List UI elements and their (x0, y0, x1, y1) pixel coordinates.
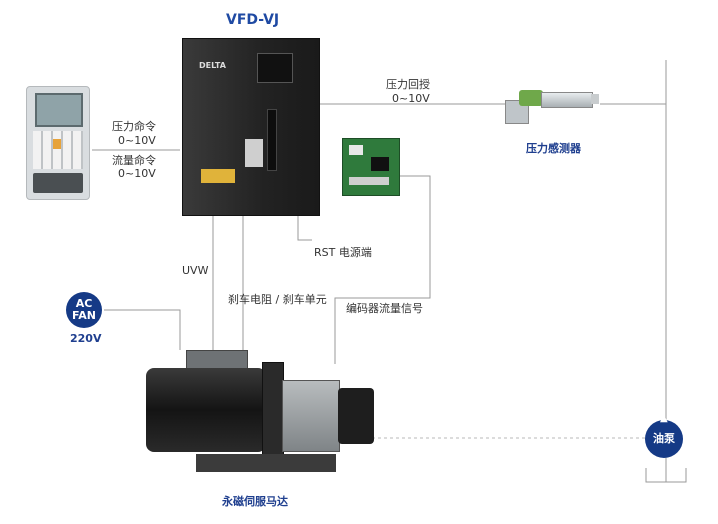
motor-junction-box (186, 350, 248, 370)
oil-pump-label: 油泵 (653, 432, 675, 445)
pressure-feedback-label: 压力回授 (386, 78, 430, 91)
servo-motor (146, 350, 376, 480)
servo-motor-label: 永磁伺服马达 (222, 495, 288, 508)
hmi-screen (35, 93, 83, 127)
flow-command-label: 流量命令 (112, 154, 156, 167)
pressure-command-label: 压力命令 (112, 120, 156, 133)
oil-pump-badge: ▲ 油泵 (645, 414, 683, 458)
rst-power-label: RST 电源端 (314, 246, 372, 259)
delta-logo: DELTA (199, 61, 226, 70)
motor-body (146, 368, 266, 452)
tank-bracket (645, 468, 687, 483)
brake-label: 刹车电阻 / 刹车单元 (228, 293, 327, 306)
oil-pump-arrow-icon: ▲ (660, 413, 668, 424)
hmi-keypad (33, 131, 83, 169)
rst-line (297, 212, 312, 241)
hmi-controller (26, 86, 90, 200)
vfd-drive: DELTA (182, 38, 320, 216)
fan-line (104, 309, 181, 350)
drive-warning-label (201, 169, 235, 183)
ac-fan-voltage: 220V (70, 332, 102, 345)
pressure-command-range: 0~10V (118, 134, 156, 147)
hmi-buttons-orange (53, 139, 61, 149)
drive-nameplate (245, 139, 263, 167)
motor-base (196, 454, 336, 472)
pressure-sensor (505, 84, 600, 128)
page-title: VFD-VJ (226, 12, 280, 28)
encoder-board (342, 138, 400, 196)
pump-body (282, 380, 340, 452)
pressure-feedback-range: 0~10V (392, 92, 430, 105)
pressure-sensor-label: 压力感测器 (526, 142, 581, 155)
pump-cover (338, 388, 374, 444)
hmi-bottom-panel (33, 173, 83, 193)
drive-vent-slot (267, 109, 277, 171)
encoder-line (334, 175, 431, 364)
ac-fan-badge: AC FAN (66, 292, 102, 328)
uvw-label: UVW (182, 264, 209, 277)
drive-display (257, 53, 293, 83)
motor-flange (262, 362, 284, 464)
encoder-signal-label: 编码器流量信号 (346, 302, 423, 315)
flow-command-range: 0~10V (118, 167, 156, 180)
